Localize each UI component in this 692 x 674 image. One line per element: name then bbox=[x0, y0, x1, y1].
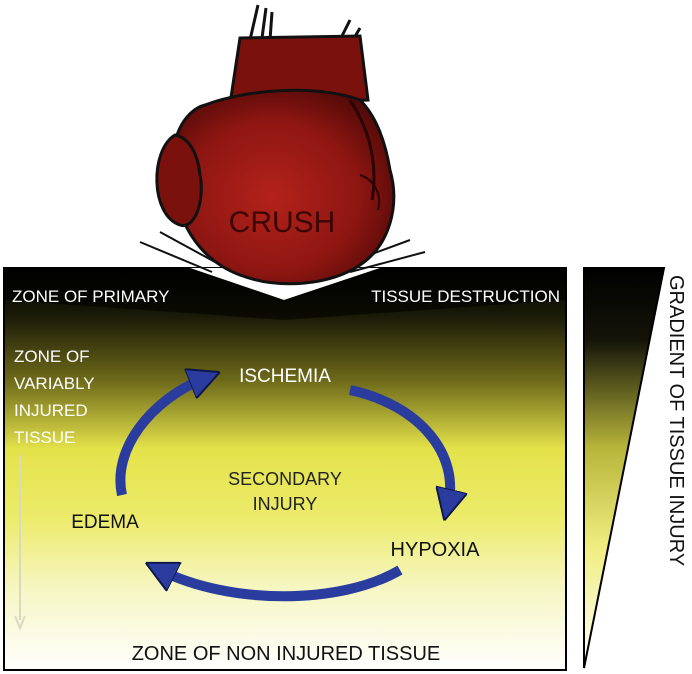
variable-zone-line-2: VARIABLY bbox=[14, 374, 95, 393]
primary-zone-label-left: ZONE OF PRIMARY bbox=[12, 287, 169, 306]
hypoxia-label: HYPOXIA bbox=[391, 539, 481, 561]
secondary-injury-line-2: INJURY bbox=[253, 494, 318, 514]
primary-zone-label-right: TISSUE DESTRUCTION bbox=[371, 287, 560, 306]
variable-zone-line-1: ZONE OF bbox=[14, 347, 90, 366]
variable-zone-line-3: INJURED bbox=[14, 401, 88, 420]
edema-label: EDEMA bbox=[71, 512, 139, 533]
non-injured-zone-label: ZONE OF NON INJURED TISSUE bbox=[132, 643, 441, 665]
secondary-injury-line-1: SECONDARY bbox=[228, 469, 342, 489]
variable-zone-line-4: TISSUE bbox=[14, 428, 75, 447]
ischemia-label: ISCHEMIA bbox=[239, 366, 331, 387]
injury-gradient-wedge bbox=[584, 268, 664, 668]
boxing-glove-icon bbox=[157, 5, 394, 284]
gradient-label: GRADIENT OF TISSUE INJURY bbox=[665, 275, 687, 566]
crush-label: CRUSH bbox=[229, 206, 336, 239]
